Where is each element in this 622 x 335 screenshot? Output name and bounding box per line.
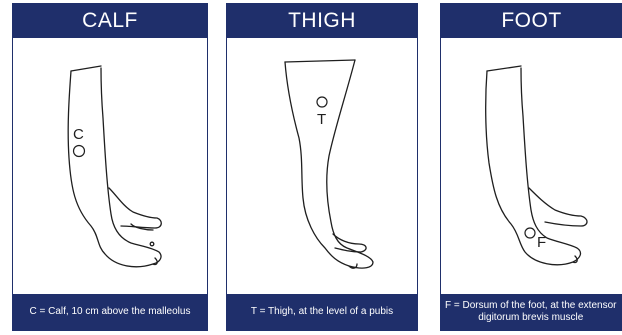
calf-panel: CALF C C = Calf, 10 cm above the malleol…	[12, 3, 208, 331]
calf-caption-text: C = Calf, 10 cm above the malleolus	[30, 306, 191, 318]
thigh-panel-title: THIGH	[227, 4, 417, 38]
thigh-marker-circle	[317, 97, 327, 107]
calf-leg-illustration: C	[13, 38, 208, 296]
foot-caption-text: F = Dorsum of the foot, at the extensor …	[445, 300, 616, 324]
foot-marker-label: F	[537, 234, 546, 251]
thigh-panel-caption: T = Thigh, at the level of a pubis	[227, 294, 417, 330]
foot-marker-circle	[525, 228, 535, 238]
foot-panel-caption: F = Dorsum of the foot, at the extensor …	[441, 294, 622, 330]
foot-leg-illustration: F	[441, 38, 622, 296]
thigh-caption-text: T = Thigh, at the level of a pubis	[251, 306, 393, 318]
calf-marker-label: C	[73, 126, 84, 143]
thigh-panel: THIGH T T = Thigh, at the level of a pub…	[226, 3, 418, 331]
thigh-leg-illustration: T	[227, 38, 418, 296]
calf-marker-circle	[74, 146, 85, 157]
calf-panel-title: CALF	[13, 4, 207, 38]
foot-panel: FOOT F F = Dorsum of the foot, at the ex…	[440, 3, 622, 331]
calf-panel-caption: C = Calf, 10 cm above the malleolus	[13, 294, 207, 330]
foot-panel-title: FOOT	[441, 4, 622, 38]
thigh-marker-label: T	[317, 111, 326, 128]
